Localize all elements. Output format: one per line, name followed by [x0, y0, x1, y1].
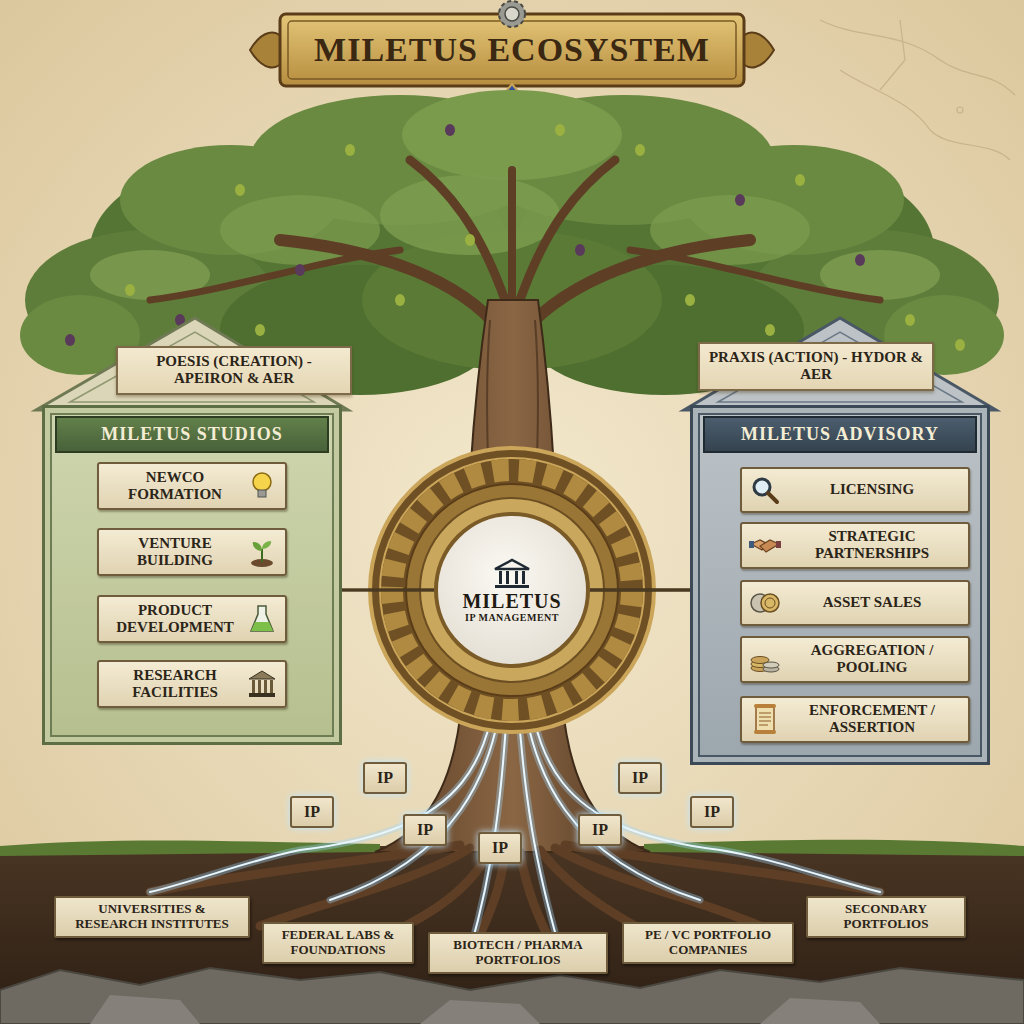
soil [0, 840, 1024, 1024]
ip-tag: IP [618, 762, 662, 794]
service-box: RESEARCH FACILITIES [97, 660, 287, 708]
box-text: IP [377, 769, 393, 787]
service-box: LICENSING [740, 467, 970, 513]
ip-tag: IP [578, 814, 622, 846]
ip-tag: IP [363, 762, 407, 794]
source-box: FEDERAL LABS & FOUNDATIONS [262, 922, 414, 964]
advisory-panel: MILETUS ADVISORY LICENSING STRATEGIC PARTN… [690, 405, 990, 765]
service-box: NEWCO FORMATION [97, 462, 287, 510]
box-text: ENFORCEMENT / ASSERTION [782, 702, 962, 737]
flask-icon [245, 602, 279, 636]
ip-tag: IP [478, 832, 522, 864]
ip-tag: IP [403, 814, 447, 846]
box-subtext: IP MANAGEMENT [465, 612, 559, 623]
coin-stack-icon [748, 642, 782, 676]
section-label: POESIS (CREATION) - APEIRON & AER [116, 346, 352, 395]
service-box: AGGREGATION / POOLING [740, 636, 970, 683]
box-text: IP [632, 769, 648, 787]
box-text: UNIVERSITIES & RESEARCH INSTITUTES [62, 902, 242, 932]
diagram-title: MILETUS ECOSYSTEM [280, 14, 744, 86]
box-text: IP [592, 821, 608, 839]
box-text: ASSET SALES [782, 594, 962, 611]
service-box: ASSET SALES [740, 580, 970, 626]
studios-panel: MILETUS STUDIOS NEWCO FORMATION VENTURE BU… [42, 405, 342, 745]
scroll-icon [748, 702, 782, 736]
ip-tag: IP [290, 796, 334, 828]
box-text: IP [492, 839, 508, 857]
ip-tag: IP [690, 796, 734, 828]
magnifier-icon [748, 473, 782, 507]
box-text: IP [704, 803, 720, 821]
box-text: NEWCO FORMATION [105, 469, 245, 504]
section-label: PRAXIS (ACTION) - HYDOR & AER [698, 342, 934, 391]
box-text: VENTURE BUILDING [105, 535, 245, 570]
source-box: SECONDARY PORTFOLIOS [806, 896, 966, 938]
coins-icon [748, 586, 782, 620]
handshake-icon [748, 528, 782, 562]
box-text: LICENSING [782, 481, 962, 498]
box-text: MILETUS STUDIOS [55, 416, 329, 453]
box-text: SECONDARY PORTFOLIOS [814, 902, 958, 932]
box-text: IP [304, 803, 320, 821]
service-box: ENFORCEMENT / ASSERTION [740, 696, 970, 743]
box-text: AGGREGATION / POOLING [782, 642, 962, 677]
building-icon [245, 667, 279, 701]
source-box: UNIVERSITIES & RESEARCH INSTITUTES [54, 896, 250, 938]
lightbulb-icon [245, 469, 279, 503]
box-text: POESIS (CREATION) - APEIRON & AER [126, 353, 342, 388]
source-box: PE / VC PORTFOLIO COMPANIES [622, 922, 794, 964]
box-text: PRODUCT DEVELOPMENT [105, 602, 245, 637]
box-text: MILETUS ADVISORY [703, 416, 977, 453]
temple-icon [492, 558, 532, 590]
sprout-icon [245, 535, 279, 569]
trunk [375, 300, 650, 852]
box-text: STRATEGIC PARTNERSHIPS [782, 528, 962, 563]
box-text: PRAXIS (ACTION) - HYDOR & AER [708, 349, 924, 384]
service-box: STRATEGIC PARTNERSHIPS [740, 522, 970, 569]
box-text: FEDERAL LABS & FOUNDATIONS [270, 928, 406, 958]
service-box: PRODUCT DEVELOPMENT [97, 595, 287, 643]
service-box: VENTURE BUILDING [97, 528, 287, 576]
box-text: PE / VC PORTFOLIO COMPANIES [630, 928, 786, 958]
map-sketch [820, 20, 1015, 160]
box-text: MILETUS [462, 590, 561, 612]
core-circle: MILETUSIP MANAGEMENT [434, 512, 590, 668]
box-text: BIOTECH / PHARMA PORTFOLIOS [436, 938, 600, 968]
box-text: RESEARCH FACILITIES [105, 667, 245, 702]
source-box: BIOTECH / PHARMA PORTFOLIOS [428, 932, 608, 974]
box-text: IP [417, 821, 433, 839]
